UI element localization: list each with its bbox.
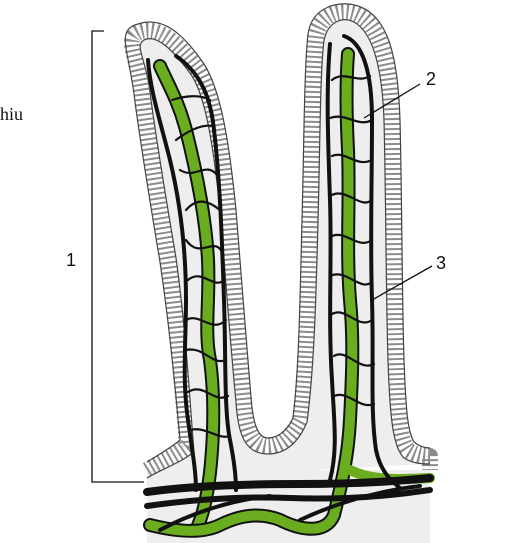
label-1: 1: [66, 250, 76, 270]
label-2: 2: [426, 69, 436, 89]
label-3: 3: [436, 253, 446, 273]
bracket-1: [92, 31, 144, 482]
edge-text-fragment: hiu: [0, 104, 23, 124]
